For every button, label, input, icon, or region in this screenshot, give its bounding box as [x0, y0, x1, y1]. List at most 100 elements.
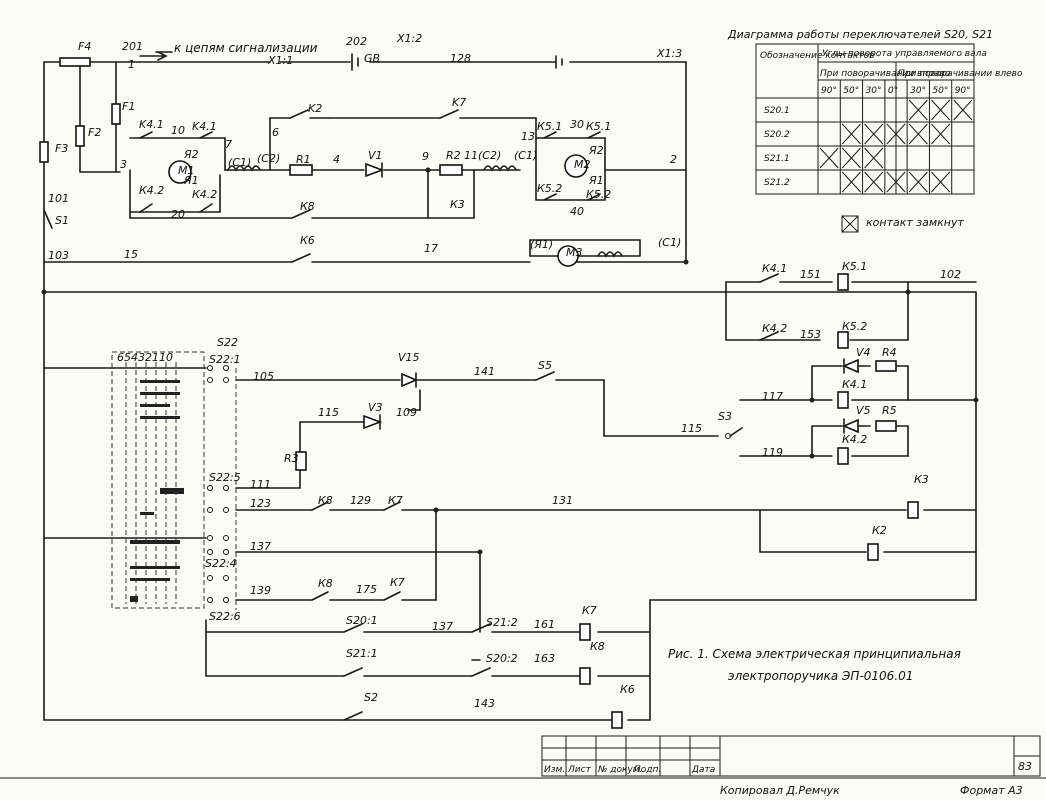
label-94: 139 [250, 584, 271, 597]
components [39, 53, 919, 729]
label-77: 141 [474, 365, 495, 378]
label-6: 128 [450, 52, 471, 65]
closed-mark [886, 171, 906, 193]
header-col: Обозначение контактов [760, 51, 874, 61]
label-19: Я2 [183, 148, 199, 161]
label-40: 40 [570, 205, 584, 218]
label-73: S22:1 [209, 353, 241, 366]
closed-mark [931, 171, 951, 193]
label-43: К4.2 [192, 188, 217, 201]
label-74: 65432110 [117, 351, 173, 364]
header-mode: Углы поворота управляемого вала [822, 49, 987, 59]
label-8: 1 [128, 58, 135, 71]
sheet-number: 83 [1018, 760, 1032, 773]
label-90: К3 [914, 473, 929, 486]
tb-col-3: Подп. [634, 765, 661, 775]
label-91: К2 [872, 524, 887, 537]
label-22: (С2) [257, 152, 280, 165]
label-93: S22:4 [205, 557, 237, 570]
angle-0: 90° [821, 86, 837, 96]
label-26: 9 [422, 150, 429, 163]
angle-6: 90° [955, 86, 971, 96]
label-17: K4.1 [192, 120, 217, 133]
label-68: 117 [762, 390, 783, 403]
label-53: (Я1) [530, 238, 553, 251]
label-54: (С1) [658, 236, 681, 249]
closed-mark [864, 147, 884, 169]
label-56: 151 [800, 268, 821, 281]
label-13: K7 [452, 96, 466, 109]
label-63: R4 [882, 346, 897, 359]
label-76: V15 [398, 351, 420, 364]
label-7: X1:3 [656, 47, 682, 60]
label-100: 137 [432, 620, 453, 633]
label-11: F3 [55, 142, 68, 155]
closed-mark [819, 147, 839, 169]
title-block: 83 Копировал Д.Ремчук Формат А3 Изм.Лист… [0, 735, 1046, 797]
label-51: К6 [300, 234, 315, 247]
label-42: К4.2 [139, 184, 164, 197]
switch-diagram-table: Диаграмма работы переключателей S20, S21… [727, 28, 1023, 233]
label-29: (С2) [478, 149, 501, 162]
closed-mark [931, 123, 951, 145]
label-92: 137 [250, 540, 271, 553]
label-81: 109 [396, 406, 417, 419]
closed-mark [864, 171, 884, 193]
label-88: К7 [388, 494, 403, 507]
tb-col-0: Изм. [544, 765, 565, 775]
label-3: X1:2 [396, 32, 422, 45]
label-46: К3 [450, 198, 465, 211]
label-107: К8 [590, 640, 605, 653]
label-101: S21:2 [486, 616, 518, 629]
label-97: К7 [390, 576, 405, 589]
angle-4: 30° [910, 86, 926, 96]
sub-left: При поворачивании вправо [820, 69, 951, 79]
label-45: К8 [300, 200, 315, 213]
label-24: 4 [333, 153, 340, 166]
label-80: V3 [368, 401, 383, 414]
label-66: R5 [882, 404, 897, 417]
angle-2: 30° [866, 86, 882, 96]
closed-mark [886, 123, 906, 145]
label-59: К4.2 [762, 322, 787, 335]
row-name-3: S21.2 [764, 178, 790, 188]
label-41: 3 [120, 158, 127, 171]
label-31: 13 [521, 130, 535, 143]
table-title: Диаграмма работы переключателей S20, S21 [727, 28, 993, 41]
caption-line1: Рис. 1. Схема электрическая принципиальн… [668, 647, 961, 661]
row-name-1: S20.2 [764, 130, 790, 140]
label-98: S22:6 [209, 610, 241, 623]
label-65: V5 [856, 404, 871, 417]
label-21: (С1) [228, 156, 251, 169]
label-48: S1 [55, 214, 69, 227]
label-95: К8 [318, 577, 333, 590]
label-72: S22 [217, 336, 238, 349]
label-33: 30 [570, 118, 584, 131]
label-106: 163 [534, 652, 555, 665]
angle-5: 50° [932, 86, 948, 96]
label-23: R1 [296, 153, 311, 166]
label-38: К5.2 [537, 182, 562, 195]
label-44: 20 [171, 208, 185, 221]
label-9: F1 [122, 100, 135, 113]
label-75: 105 [253, 370, 274, 383]
closed-mark [931, 99, 951, 121]
label-103: К7 [582, 604, 597, 617]
label-99: S20:1 [346, 614, 378, 627]
label-108: S2 [364, 691, 378, 704]
label-20: Я1 [183, 174, 199, 187]
label-61: К5.2 [842, 320, 867, 333]
label-36: Я1 [588, 174, 604, 187]
label-58: 102 [940, 268, 961, 281]
label-37: 2 [670, 153, 677, 166]
junctions [41, 167, 979, 555]
label-96: 175 [356, 583, 377, 596]
label-27: R2 [446, 149, 461, 162]
label-15: K4.1 [139, 118, 164, 131]
label-55: К4.1 [762, 262, 787, 275]
label-70: S3 [718, 410, 732, 423]
label-47: 101 [48, 192, 69, 205]
label-5: GB [364, 52, 380, 65]
